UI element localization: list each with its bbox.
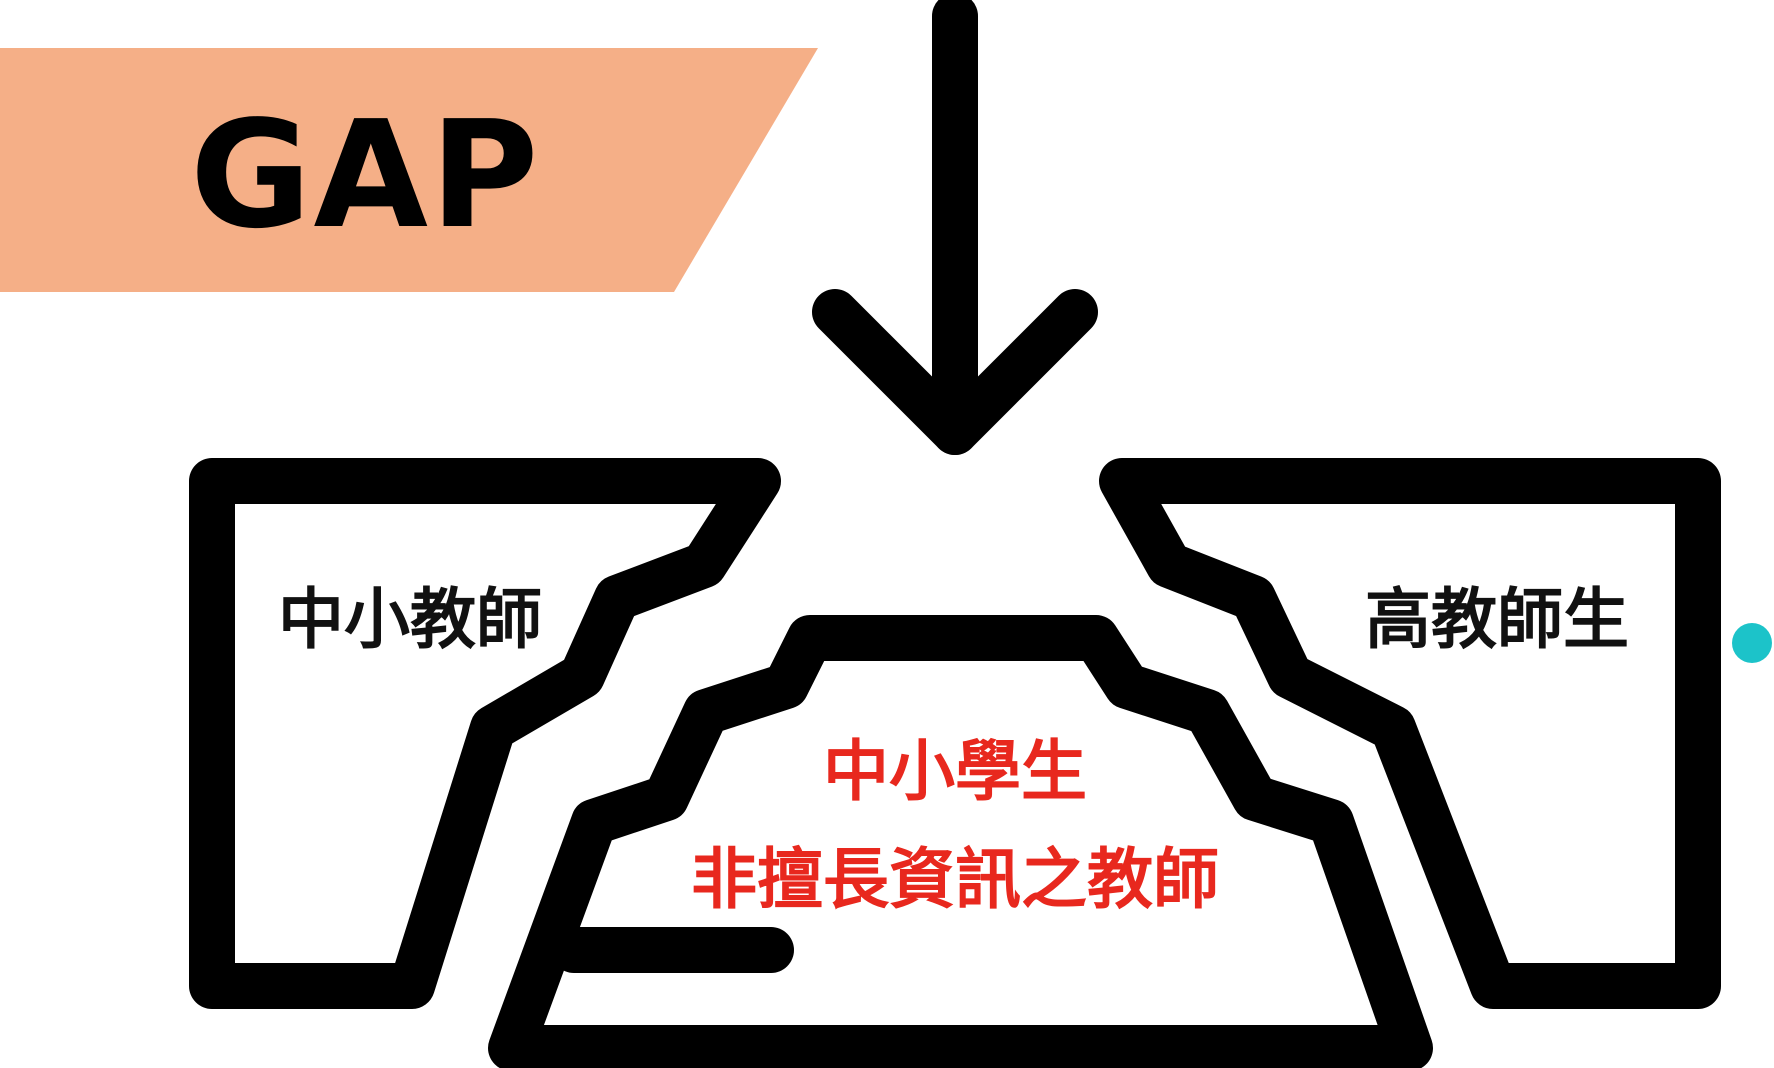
left-block-label: 中小教師	[278, 581, 542, 658]
dot-icon	[1732, 623, 1772, 663]
right-block-label: 高教師生	[1365, 581, 1629, 658]
banner-shape	[0, 48, 818, 292]
down-arrow-icon	[812, 0, 1098, 455]
center-label-line1: 中小學生	[823, 733, 1087, 810]
left-cliff-block	[189, 458, 781, 1009]
banner-title: GAP	[190, 89, 541, 261]
gap-banner: GAP	[0, 48, 818, 292]
center-label-line2: 非擅長資訊之教師	[691, 841, 1219, 918]
center-mound-block	[488, 615, 1433, 1068]
right-cliff-block	[1099, 458, 1721, 1009]
